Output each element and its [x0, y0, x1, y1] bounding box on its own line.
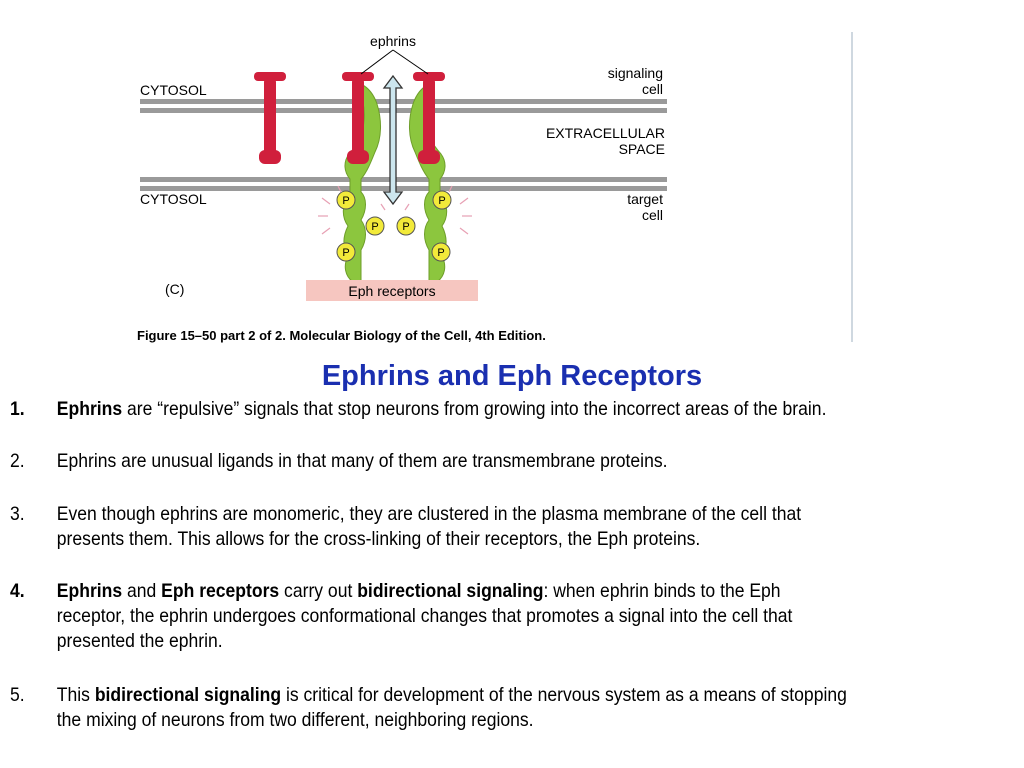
cytosol-bottom-label: CYTOSOL	[140, 191, 207, 207]
ephrin-unbound	[254, 72, 286, 164]
cytosol-top-label: CYTOSOL	[140, 82, 207, 98]
point-text-line2: receptor, the ephrin undergoes conformat…	[56, 605, 793, 627]
ephrins-pointer-lines	[360, 49, 429, 75]
signaling-cell-label: signaling	[608, 65, 663, 81]
target-cell-label-line2: cell	[642, 207, 663, 223]
point-text: Ephrins are “repulsive” signals that sto…	[56, 398, 827, 420]
ephrins-label: ephrins	[370, 33, 416, 49]
target-cell-membrane	[140, 177, 667, 191]
phospho-p-4: P	[396, 216, 416, 236]
point-text: Ephrins and Eph receptors carry out bidi…	[56, 580, 781, 602]
eph-receptors-label-box	[306, 280, 478, 301]
point-4: 4. Ephrins and Eph receptors carry out b…	[10, 579, 915, 654]
phospho-p-6: P	[431, 242, 451, 262]
ephrin-figure: P P P P P P ephrins signaling cell CYTOS…	[137, 32, 853, 343]
point-number: 5.	[10, 684, 25, 706]
signaling-cell-label-line2: cell	[642, 81, 663, 97]
target-cell-label: target	[627, 191, 663, 207]
point-number: 3.	[10, 503, 25, 525]
extracellular-space-label: EXTRACELLULAR	[546, 125, 665, 141]
point-text: Even though ephrins are monomeric, they …	[56, 503, 802, 525]
signal-rays	[318, 185, 472, 235]
point-text-line3: presented the ephrin.	[56, 630, 223, 652]
point-3: 3. Even though ephrins are monomeric, th…	[10, 502, 915, 552]
svg-text:P: P	[437, 247, 444, 259]
svg-text:P: P	[371, 221, 378, 233]
svg-text:P: P	[342, 195, 349, 207]
phospho-p-5: P	[336, 242, 356, 262]
svg-text:P: P	[402, 221, 409, 233]
point-text-line2: the mixing of neurons from two different…	[56, 709, 534, 731]
figure-caption: Figure 15–50 part 2 of 2. Molecular Biol…	[137, 328, 546, 343]
slide-title: Ephrins and Eph Receptors	[321, 360, 703, 392]
panel-label: (C)	[165, 281, 184, 297]
point-1: 1. Ephrins are “repulsive” signals that …	[10, 397, 915, 422]
phospho-p-1: P	[336, 190, 356, 210]
point-2: 2. Ephrins are unusual ligands in that m…	[10, 449, 915, 474]
bidirectional-arrow	[382, 74, 404, 206]
svg-text:P: P	[438, 195, 445, 207]
point-number: 1.	[10, 398, 25, 420]
point-number: 2.	[10, 450, 25, 472]
point-text: Ephrins are unusual ligands in that many…	[56, 450, 668, 472]
ephrin-bound-right	[413, 72, 445, 164]
point-5: 5. This bidirectional signaling is criti…	[10, 683, 915, 733]
ephrin-bound-left	[342, 72, 374, 164]
point-number: 4.	[10, 580, 25, 602]
signaling-cell-membrane	[140, 99, 667, 113]
point-text-line2: presents them. This allows for the cross…	[56, 528, 701, 550]
extracellular-space-label-line2: SPACE	[619, 141, 665, 157]
svg-text:P: P	[342, 247, 349, 259]
phospho-p-2: P	[432, 190, 452, 210]
eph-receptors-label: Eph receptors	[348, 283, 435, 299]
phospho-p-3: P	[365, 216, 385, 236]
point-text: This bidirectional signaling is critical…	[56, 684, 847, 706]
